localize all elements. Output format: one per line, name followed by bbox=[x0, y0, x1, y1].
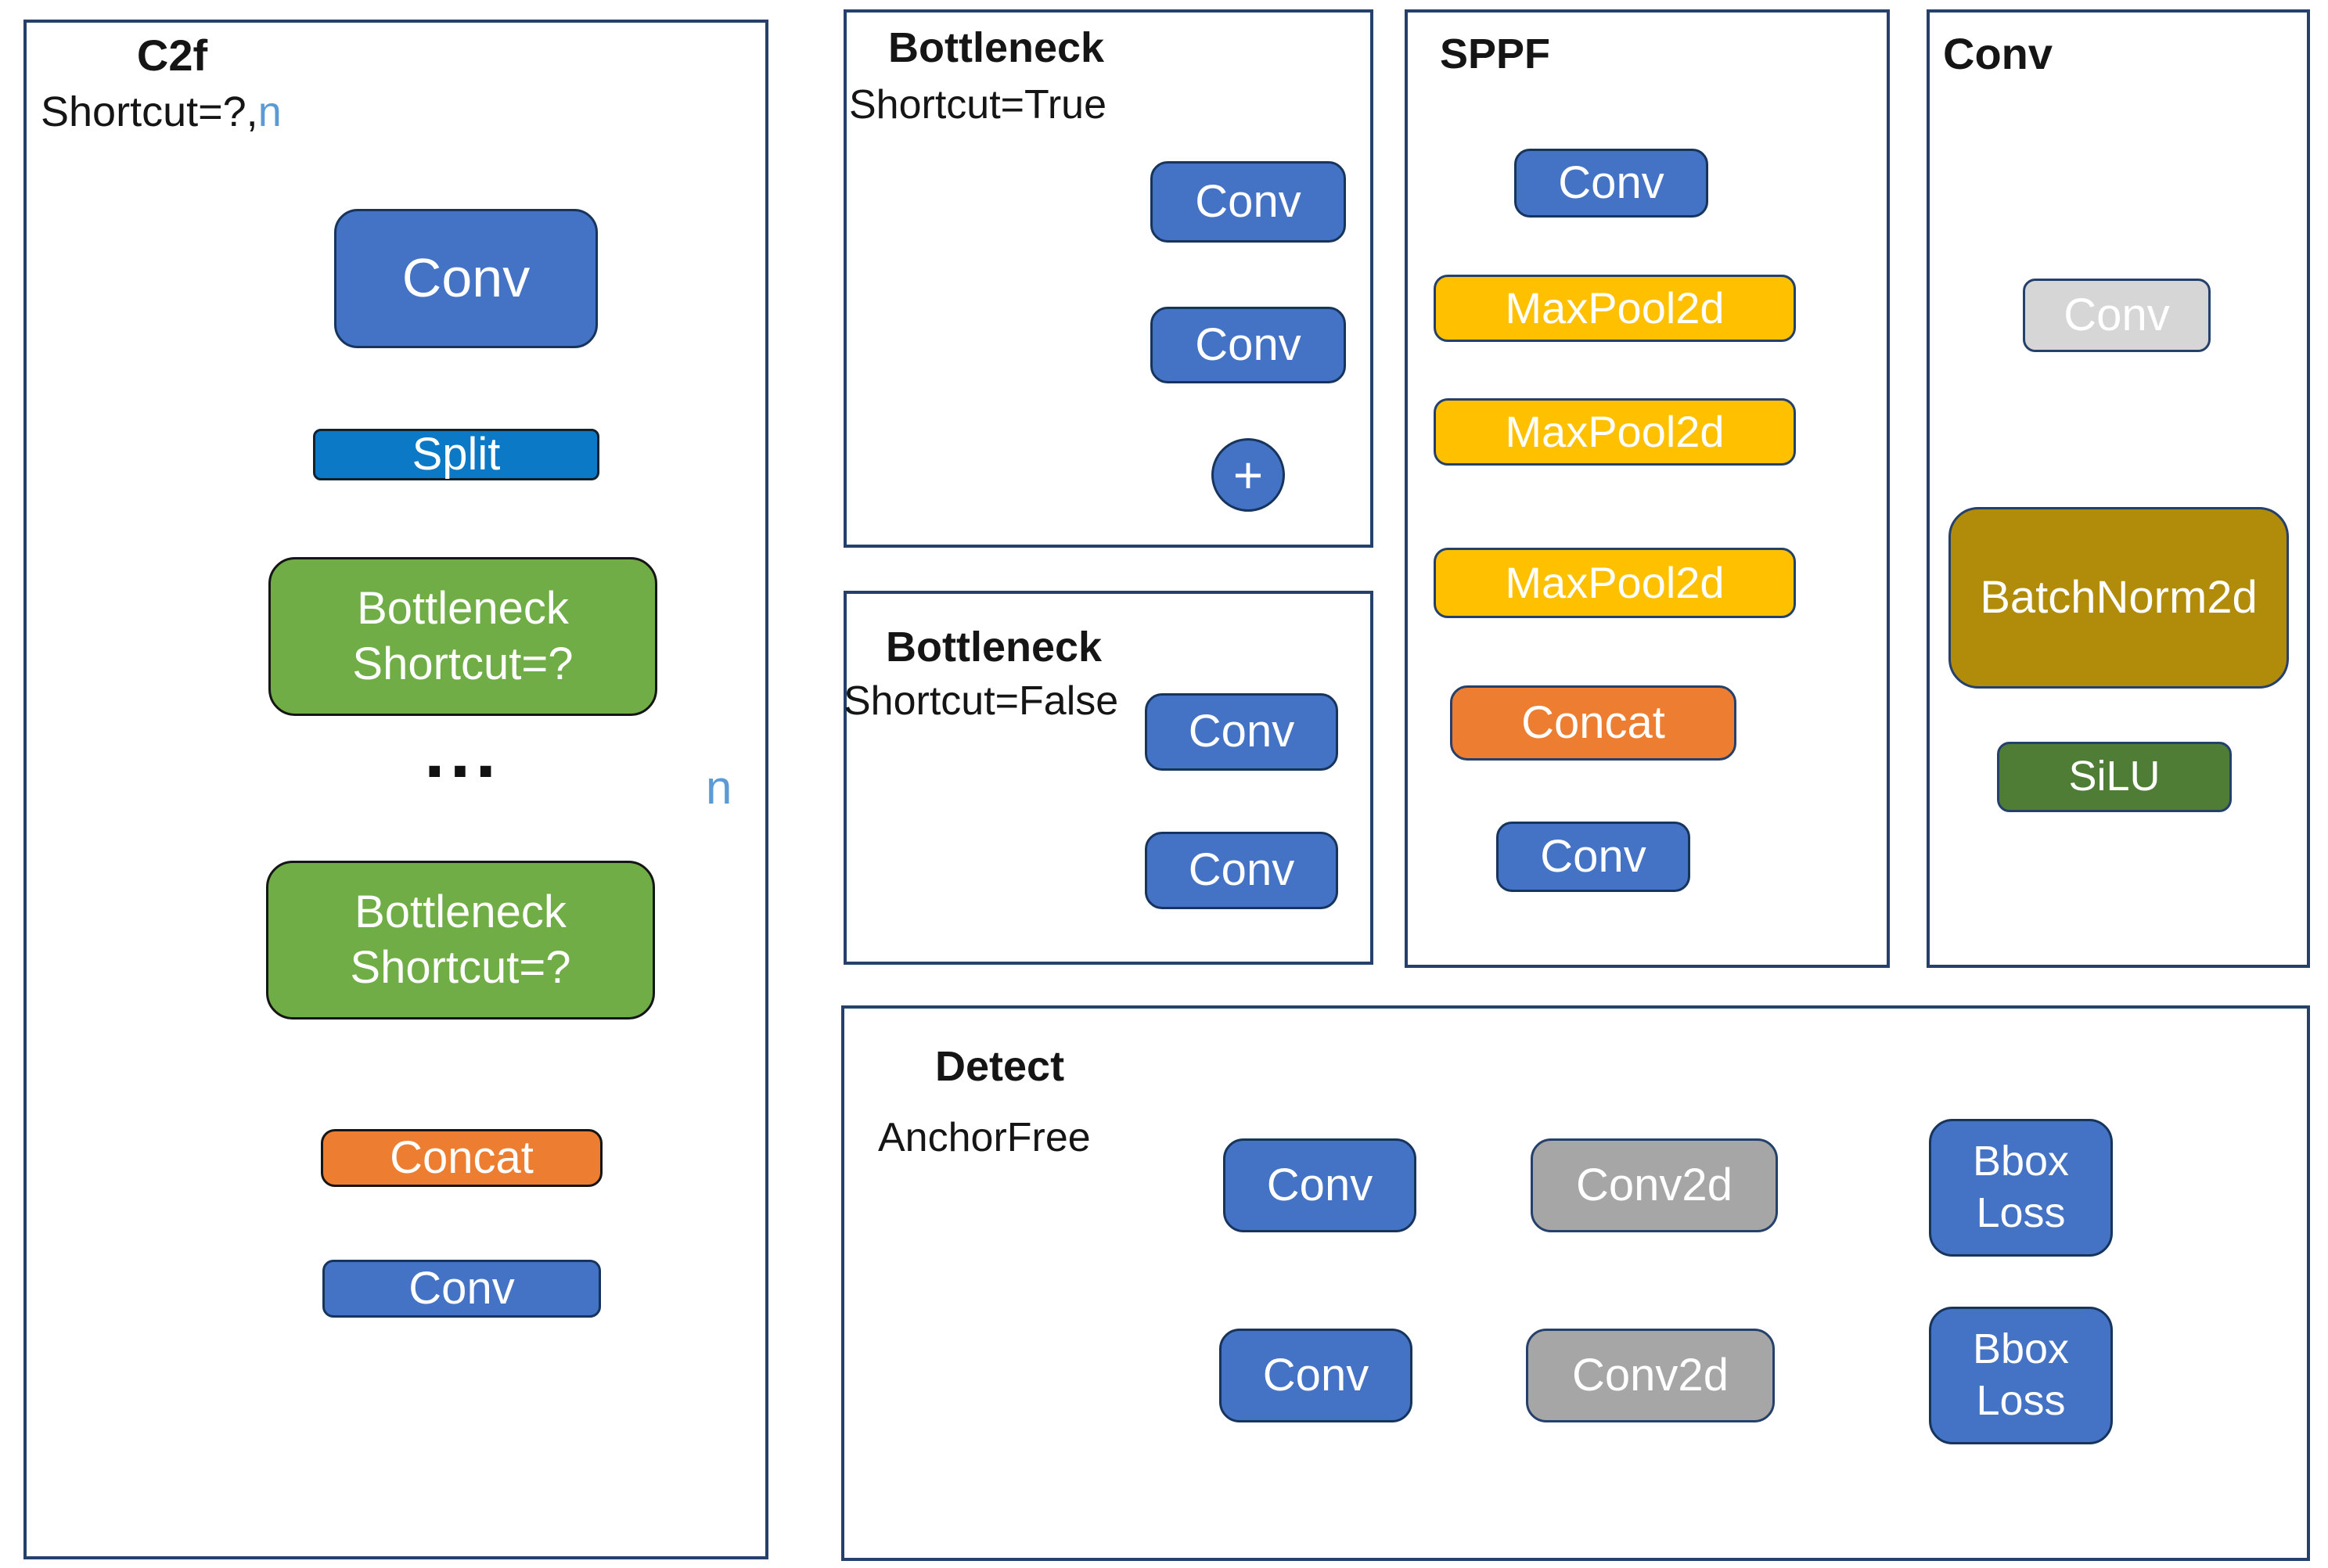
c2f-conv-out-box: Conv bbox=[322, 1260, 601, 1318]
detect-bottom-bbox-line1: Bbox bbox=[1972, 1325, 2070, 1373]
detect-subtitle: AnchorFree bbox=[878, 1115, 1091, 1160]
sppf-conv-in-label: Conv bbox=[1558, 156, 1664, 208]
c2f-concat-box: Concat bbox=[321, 1129, 603, 1187]
detect-bottom-conv2d-label: Conv2d bbox=[1572, 1349, 1729, 1401]
sppf-conv-in-box: Conv bbox=[1514, 149, 1708, 218]
detect-top-conv-box: Conv bbox=[1223, 1138, 1416, 1232]
sppf-concat-box: Concat bbox=[1450, 685, 1736, 761]
detect-top-conv2d-label: Conv2d bbox=[1576, 1159, 1733, 1210]
c2f-bottleneck2-line1: Bottleneck bbox=[354, 886, 567, 937]
detect-panel bbox=[841, 1005, 2310, 1561]
c2f-subtitle: Shortcut=?,n bbox=[41, 88, 282, 136]
conv-detail-silu-label: SiLU bbox=[2068, 753, 2161, 800]
bottleneck-false-conv2-label: Conv bbox=[1188, 844, 1295, 896]
bottleneck-false-conv1-label: Conv bbox=[1188, 706, 1295, 757]
bottleneck-false-title: Bottleneck bbox=[886, 624, 1103, 671]
c2f-bottleneck2-box: Bottleneck Shortcut=? bbox=[266, 861, 655, 1020]
c2f-conv-out-label: Conv bbox=[408, 1262, 515, 1314]
c2f-repeat-dots: ... bbox=[423, 710, 501, 793]
bottleneck-true-conv2-box: Conv bbox=[1150, 307, 1346, 383]
conv-detail-conv2d-label: Conv bbox=[2064, 289, 2170, 340]
c2f-bottleneck2-line2: Shortcut=? bbox=[350, 941, 571, 993]
c2f-split-label: Split bbox=[412, 428, 501, 480]
c2f-subtitle-text: Shortcut=?, bbox=[41, 88, 258, 135]
detect-title: Detect bbox=[935, 1043, 1065, 1090]
c2f-split-box: Split bbox=[313, 429, 599, 480]
detect-bottom-conv-label: Conv bbox=[1262, 1349, 1369, 1401]
conv-detail-silu-box: SiLU bbox=[1997, 742, 2232, 812]
detect-bottom-bbox-line2: Loss bbox=[1976, 1377, 2066, 1424]
sppf-maxpool3-box: MaxPool2d bbox=[1434, 548, 1796, 618]
bottleneck-true-conv1-box: Conv bbox=[1150, 161, 1346, 243]
conv-detail-conv2d-box: Conv bbox=[2023, 279, 2211, 352]
sppf-conv-out-label: Conv bbox=[1540, 830, 1646, 882]
bottleneck-true-add-node: + bbox=[1211, 438, 1285, 512]
detect-top-bbox-loss-box: Bbox Loss bbox=[1929, 1119, 2113, 1257]
sppf-conv-out-box: Conv bbox=[1496, 822, 1690, 892]
c2f-subtitle-n: n bbox=[257, 88, 282, 135]
sppf-maxpool2-label: MaxPool2d bbox=[1505, 406, 1725, 456]
c2f-bottleneck1-box: Bottleneck Shortcut=? bbox=[268, 557, 657, 716]
c2f-title: C2f bbox=[136, 31, 208, 80]
bottleneck-false-conv1-box: Conv bbox=[1145, 693, 1338, 771]
detect-top-conv2d-box: Conv2d bbox=[1531, 1138, 1778, 1232]
bottleneck-true-panel bbox=[844, 9, 1373, 548]
sppf-concat-label: Concat bbox=[1521, 696, 1665, 748]
c2f-bottleneck1-line2: Shortcut=? bbox=[352, 638, 574, 689]
sppf-maxpool3-label: MaxPool2d bbox=[1505, 557, 1725, 607]
bottleneck-false-conv2-box: Conv bbox=[1145, 832, 1338, 909]
detect-bottom-conv2d-box: Conv2d bbox=[1526, 1329, 1775, 1422]
conv-detail-panel bbox=[1927, 9, 2310, 968]
c2f-concat-label: Concat bbox=[390, 1131, 534, 1183]
bottleneck-true-conv1-label: Conv bbox=[1195, 175, 1301, 227]
c2f-conv-in-box: Conv bbox=[334, 209, 598, 348]
conv-detail-batchnorm-label: BatchNorm2d bbox=[1980, 571, 2258, 623]
bottleneck-false-subtitle: Shortcut=False bbox=[844, 678, 1119, 724]
bottleneck-true-subtitle: Shortcut=True bbox=[849, 82, 1107, 128]
sppf-maxpool1-label: MaxPool2d bbox=[1505, 282, 1725, 333]
detect-bottom-bbox-loss-box: Bbox Loss bbox=[1929, 1307, 2113, 1444]
detect-top-conv-label: Conv bbox=[1266, 1159, 1373, 1210]
c2f-bottleneck1-line1: Bottleneck bbox=[357, 582, 569, 634]
c2f-repeat-n-label: n bbox=[706, 761, 732, 814]
detect-top-bbox-line2: Loss bbox=[1976, 1189, 2066, 1236]
sppf-maxpool2-box: MaxPool2d bbox=[1434, 398, 1796, 466]
c2f-conv-in-label: Conv bbox=[401, 247, 531, 309]
detect-bottom-conv-box: Conv bbox=[1219, 1329, 1412, 1422]
sppf-maxpool1-box: MaxPool2d bbox=[1434, 275, 1796, 342]
conv-detail-batchnorm-box: BatchNorm2d bbox=[1948, 507, 2289, 689]
bottleneck-true-title: Bottleneck bbox=[888, 24, 1105, 71]
detect-top-bbox-line1: Bbox bbox=[1972, 1138, 2070, 1185]
conv-detail-title: Conv bbox=[1943, 29, 2053, 78]
bottleneck-true-conv2-label: Conv bbox=[1195, 318, 1301, 370]
sppf-title: SPPF bbox=[1440, 31, 1551, 77]
bottleneck-true-add-label: + bbox=[1232, 445, 1264, 504]
